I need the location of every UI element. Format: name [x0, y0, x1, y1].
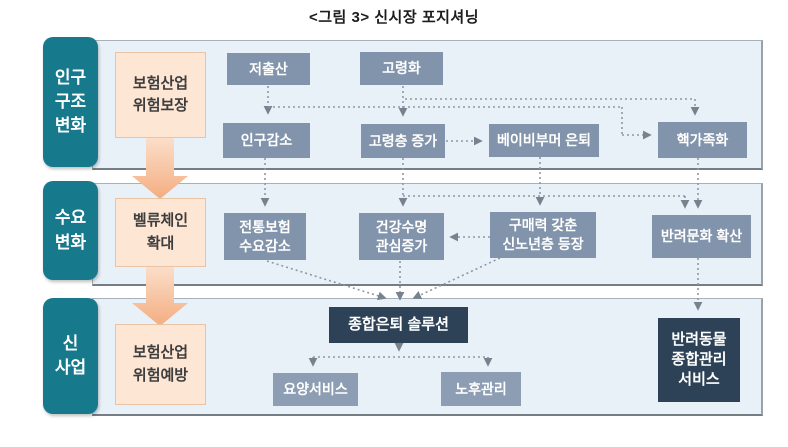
row3-label: 신 사업 — [43, 298, 98, 414]
box-babyboomer-retirement: 베이비부머 은퇴 — [489, 124, 599, 157]
box-nuclear-familization: 핵가족화 — [658, 122, 747, 158]
box-aging: 고령화 — [360, 52, 443, 85]
box-insurance-risk-prevention: 보험산업 위험예방 — [115, 324, 206, 405]
row1-label: 인구 구조 변화 — [43, 37, 98, 167]
box-elderly-increase: 고령층 증가 — [361, 124, 445, 158]
box-low-birthrate: 저출산 — [227, 53, 310, 85]
box-senior-management: 노후관리 — [441, 372, 521, 406]
figure-title: <그림 3> 신시장 포지셔닝 — [308, 9, 480, 26]
row2-label: 수요 변화 — [43, 181, 98, 280]
box-care-service: 요양서비스 — [273, 373, 358, 406]
box-traditional-demand-decrease: 전통보험 수요감소 — [224, 213, 306, 260]
box-pet-total-care: 반려동물 종합관리 서비스 — [658, 318, 740, 402]
box-healthy-life-interest: 건강수명 관심증가 — [359, 213, 444, 260]
box-population-decline: 인구감소 — [223, 123, 310, 158]
box-new-senior-emergence: 구매력 갖춘 신노년층 등장 — [490, 212, 596, 258]
box-value-chain-expansion: 벨류체인 확대 — [115, 198, 206, 267]
box-retirement-solution: 종합은퇴 솔루션 — [329, 307, 468, 343]
box-pet-culture-spread: 반려문화 확산 — [652, 215, 751, 258]
box-insurance-risk-coverage: 보험산업 위험보장 — [115, 52, 206, 138]
